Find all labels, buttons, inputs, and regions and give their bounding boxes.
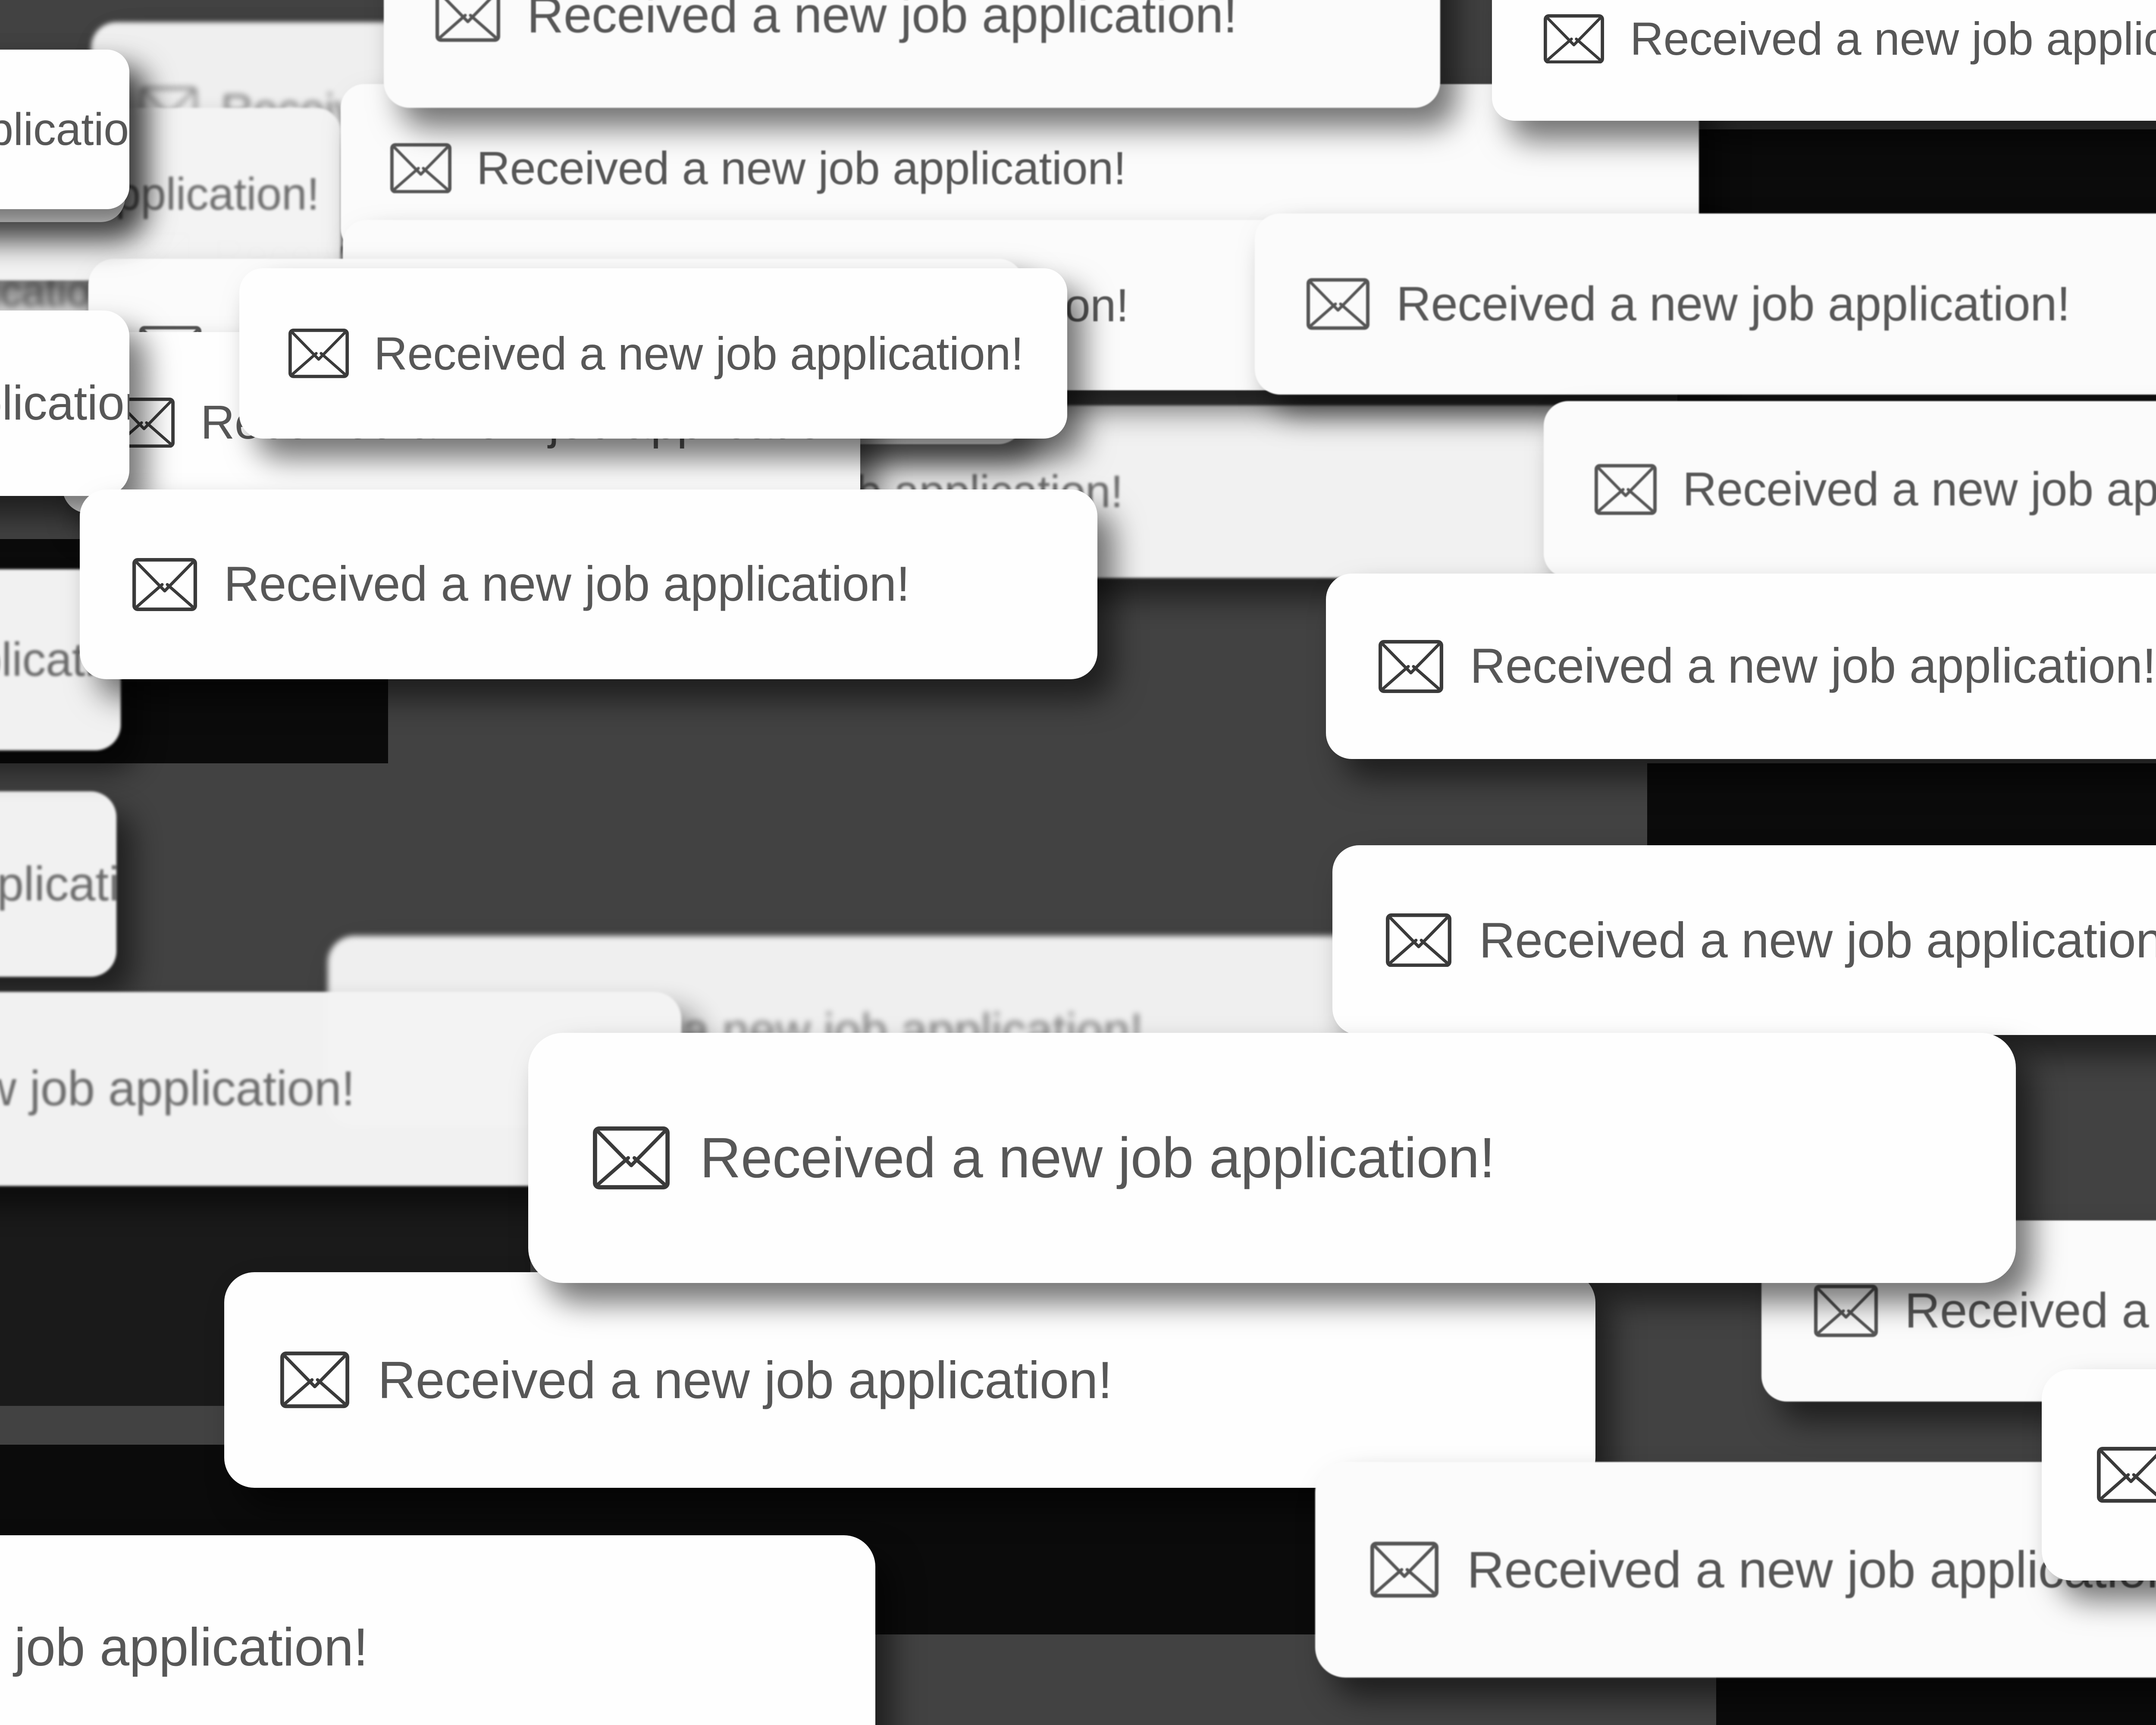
envelope-icon [288, 329, 349, 378]
notification-toast[interactable]: Received a new job application! [0, 992, 681, 1186]
envelope-icon [436, 0, 500, 42]
notification-message: Received a new job application! [378, 1351, 1112, 1409]
notification-message: Received a new job application! [0, 376, 129, 430]
envelope-icon [1595, 464, 1657, 515]
envelope-icon [1379, 640, 1443, 693]
envelope-icon [288, 329, 349, 378]
notification-toast[interactable]: Received a new job application! [1544, 401, 2156, 578]
notification-message: Received a new job application! [700, 1126, 1495, 1189]
envelope-icon [1814, 1285, 1878, 1337]
envelope-icon [1544, 14, 1604, 64]
envelope-icon [390, 143, 451, 194]
envelope-icon [1544, 14, 1604, 64]
notification-message: Received a new job application! [527, 0, 1238, 44]
envelope-icon [1370, 1542, 1438, 1598]
envelope-icon [2097, 1447, 2156, 1503]
envelope-icon [1595, 464, 1657, 515]
envelope-icon [1307, 278, 1369, 330]
notification-message: Received a new job application! [0, 857, 116, 911]
envelope-icon [132, 558, 197, 611]
envelope-icon [390, 143, 451, 194]
notification-toast[interactable]: Received a new job application! [0, 791, 116, 977]
envelope-icon [1386, 913, 1451, 967]
envelope-icon [2097, 1447, 2156, 1503]
envelope-icon [593, 1126, 670, 1189]
notification-message: Received a new job application! [1470, 639, 2156, 693]
envelope-icon [132, 558, 197, 611]
envelope-icon [1379, 640, 1443, 693]
notification-toast[interactable]: Received a new job application! [2042, 1369, 2156, 1581]
notification-message: Received a new job application! [1396, 277, 2070, 331]
notification-message: Received a new job application! [1479, 912, 2156, 968]
notification-toast[interactable]: Received a new job application! [239, 268, 1067, 439]
notification-toast[interactable]: Received a new job application! [1492, 0, 2156, 121]
notification-toast[interactable]: Received a new job application! [224, 1272, 1595, 1488]
envelope-icon [1370, 1542, 1438, 1598]
notification-toast[interactable]: Received a new job application! [1332, 845, 2156, 1035]
notification-toast[interactable]: Received a new job application! [0, 310, 129, 496]
notification-message: Received a new job application! [1683, 463, 2156, 516]
notification-toast[interactable]: Received a new job application! [1255, 213, 2156, 395]
envelope-icon [280, 1352, 349, 1408]
notification-toast[interactable]: Received a new job application! [0, 1535, 875, 1725]
notification-message: Received a new job application! [1905, 1283, 2156, 1338]
notification-toast[interactable]: Received a new job application! [528, 1033, 2016, 1283]
notification-toast[interactable]: Received a new job application! [384, 0, 1440, 108]
envelope-icon [1307, 278, 1369, 330]
envelope-icon [593, 1126, 670, 1189]
envelope-icon [280, 1352, 349, 1408]
envelope-icon [1814, 1285, 1878, 1337]
notification-toast[interactable]: Received a new job application! [1315, 1462, 2156, 1678]
notification-message: Received a new job application! [374, 327, 1024, 380]
notification-message: Received a new job application! [1467, 1541, 2156, 1599]
envelope-icon [1386, 913, 1451, 967]
notification-message: Received a new job application! [0, 104, 129, 155]
notification-toast[interactable]: Received a new job application! [80, 489, 1097, 679]
envelope-icon [436, 0, 500, 42]
notification-message: Received a new job application! [476, 142, 1126, 194]
notification-message: Received a new job application! [1630, 13, 2156, 65]
notification-toast[interactable]: Received a new job application! [0, 50, 129, 209]
notification-message: Received a new job application! [0, 1061, 355, 1116]
notification-message: Received a new job application! [224, 557, 910, 612]
notification-toast[interactable]: Received a new job application! [1326, 574, 2156, 759]
notification-message: Received a new job application! [0, 1618, 368, 1677]
